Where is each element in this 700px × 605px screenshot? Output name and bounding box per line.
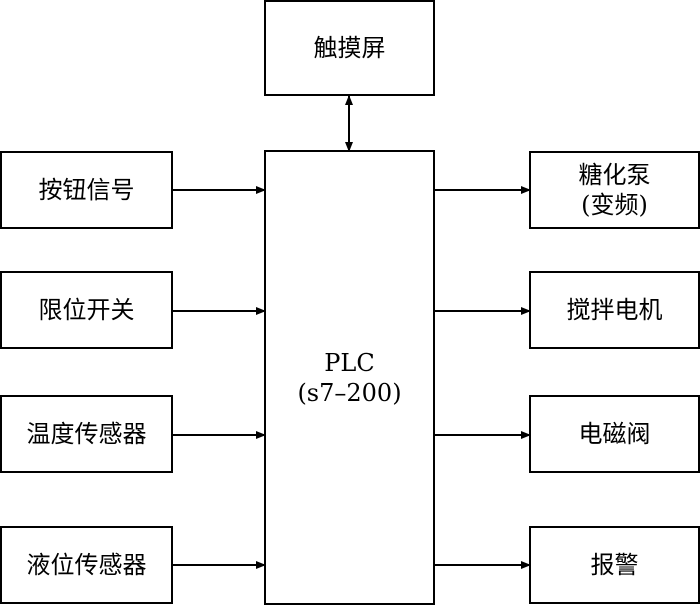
buttons-box: 按钮信号	[0, 151, 173, 229]
temperature-sensor-label: 温度传感器	[26, 420, 147, 448]
temperature-sensor-box: 温度传感器	[0, 395, 173, 473]
pump-label: 糖化泵	[578, 161, 651, 189]
alarm-box: 报警	[529, 526, 700, 604]
buttons-label: 按钮信号	[38, 176, 135, 204]
mixer-motor-box: 搅拌电机	[529, 271, 700, 349]
mixer-motor-label: 搅拌电机	[566, 296, 663, 324]
alarm-label: 报警	[590, 551, 639, 579]
touchscreen-box: 触摸屏	[264, 0, 435, 96]
solenoid-valve-label: 电磁阀	[578, 420, 651, 448]
plc-model-label: (s7–200)	[297, 378, 402, 407]
limit-switch-label: 限位开关	[38, 296, 135, 324]
touchscreen-label: 触摸屏	[313, 34, 386, 62]
limit-switch-box: 限位开关	[0, 271, 173, 349]
plc-label: PLC	[324, 348, 375, 377]
pump-mode-label: (变频)	[581, 191, 648, 219]
solenoid-valve-box: 电磁阀	[529, 395, 700, 473]
level-sensor-label: 液位传感器	[26, 551, 147, 579]
plc-box: PLC (s7–200)	[264, 150, 435, 605]
pump-box: 糖化泵 (变频)	[529, 151, 700, 229]
level-sensor-box: 液位传感器	[0, 526, 173, 604]
